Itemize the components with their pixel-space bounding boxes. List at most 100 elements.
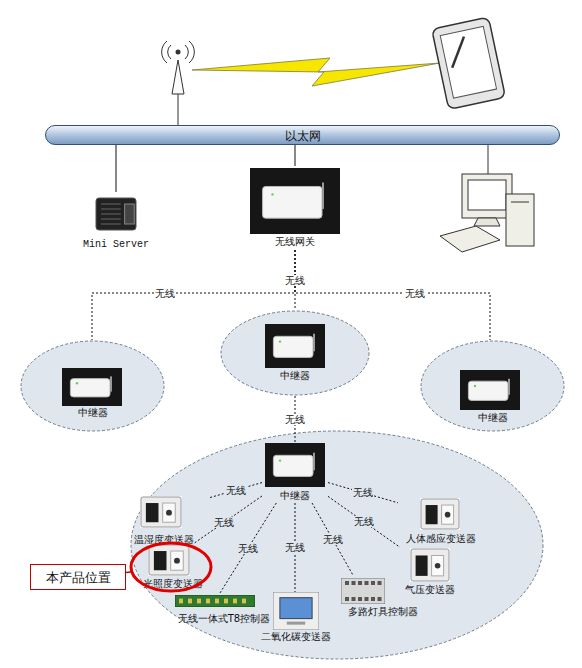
panel-face — [442, 505, 454, 524]
grille — [101, 204, 121, 205]
sensor-dot — [445, 512, 451, 518]
pc-tower — [506, 194, 534, 246]
node-label: 人体感应变送器 — [398, 533, 484, 545]
repeater-zone: 中继器 — [420, 340, 565, 432]
panel-image — [410, 548, 450, 582]
router-body — [468, 381, 508, 400]
repeater-zone: 中继器 — [20, 340, 165, 432]
server-image — [92, 194, 140, 234]
node-label: 多路灯具控制器 — [335, 606, 431, 618]
computer-icon — [440, 174, 534, 252]
photo-bg — [410, 548, 450, 582]
terminal — [352, 581, 356, 585]
router-antenna — [313, 453, 315, 471]
node-label: 无线一体式T8控制器 — [160, 613, 288, 625]
router-image — [265, 324, 325, 368]
node-label: 中继器 — [220, 370, 370, 382]
wireless-link — [210, 483, 262, 498]
photo-bg — [420, 498, 460, 530]
terminal — [358, 597, 362, 601]
router-antenna — [322, 183, 324, 209]
router-body — [70, 379, 110, 397]
ellipse-shape — [21, 341, 164, 431]
photo-bg — [265, 443, 325, 487]
component — [242, 599, 246, 604]
pcb-board — [175, 595, 255, 607]
controller-node: 无线一体式T8控制器 — [160, 593, 288, 627]
edge-label: 无线 — [154, 288, 176, 299]
terminal — [345, 597, 349, 601]
terminal — [345, 581, 349, 585]
panel-body — [149, 545, 189, 575]
highlight-circle — [131, 543, 211, 591]
panel-face — [432, 555, 444, 575]
co2-body — [273, 592, 319, 630]
component — [224, 599, 228, 604]
sensor-node: 温湿度变送器 — [118, 496, 210, 548]
grille — [101, 219, 121, 220]
router-image — [62, 368, 122, 406]
ellipse-shape — [421, 341, 564, 431]
component — [197, 599, 201, 604]
edge-label: 无线 — [237, 543, 259, 554]
node-label: 气压变送器 — [400, 584, 460, 596]
wireless-link — [193, 496, 262, 544]
router-antenna — [110, 376, 112, 391]
photo-bg — [250, 168, 340, 234]
server-body — [96, 198, 136, 230]
tablet-icon — [432, 17, 506, 109]
node-label: 以太网 — [46, 130, 559, 142]
node-label: Mini Server — [80, 239, 152, 251]
ethernet-bus: 以太网 — [45, 125, 560, 145]
photo-bg — [92, 194, 140, 234]
node-label: 中继器 — [20, 407, 165, 419]
router-image — [265, 443, 325, 487]
pcb-image — [175, 595, 255, 607]
panel-image — [420, 498, 460, 530]
edge-label: 无线 — [284, 542, 306, 553]
grille — [101, 224, 121, 225]
sensor-node: 人体感应变送器 — [398, 498, 484, 548]
panel-body — [141, 497, 181, 527]
antenna-body — [172, 60, 184, 94]
terminal — [378, 597, 382, 601]
callout-leader — [126, 571, 133, 573]
antenna-tip — [176, 50, 181, 55]
controller-node: 多路灯具控制器 — [335, 576, 431, 620]
co2-button — [287, 622, 305, 625]
monitor-screen — [468, 180, 506, 210]
edge-label: 无线 — [284, 275, 306, 286]
repeater-zone: 中继器 — [220, 310, 370, 396]
terminal — [358, 581, 362, 585]
terminal — [378, 581, 382, 585]
edge-label: 无线 — [352, 487, 374, 498]
panel-window — [146, 503, 159, 522]
led — [76, 382, 78, 384]
network-cable — [116, 145, 117, 192]
tablet-screen — [440, 26, 496, 98]
sensor-dot — [174, 558, 180, 564]
sensor-dot — [435, 563, 441, 569]
tablet-frame — [432, 17, 506, 109]
stylus — [446, 37, 469, 68]
network-cable — [295, 145, 296, 166]
panel-window — [426, 505, 438, 524]
router-body — [273, 455, 313, 476]
node-label: 本产品位置 — [31, 570, 125, 585]
monitor — [462, 174, 512, 218]
panel-window — [154, 551, 167, 570]
multi-image — [341, 578, 385, 604]
terminal — [371, 581, 375, 585]
led — [474, 385, 476, 387]
component — [215, 599, 219, 604]
router-image — [250, 168, 340, 234]
grille — [101, 209, 121, 210]
panel-image — [140, 496, 182, 528]
edge-label: 无线 — [213, 517, 235, 528]
edge-label: 无线 — [404, 288, 426, 299]
component — [233, 599, 237, 604]
terminal — [352, 597, 356, 601]
ellipse-shape — [221, 311, 369, 395]
